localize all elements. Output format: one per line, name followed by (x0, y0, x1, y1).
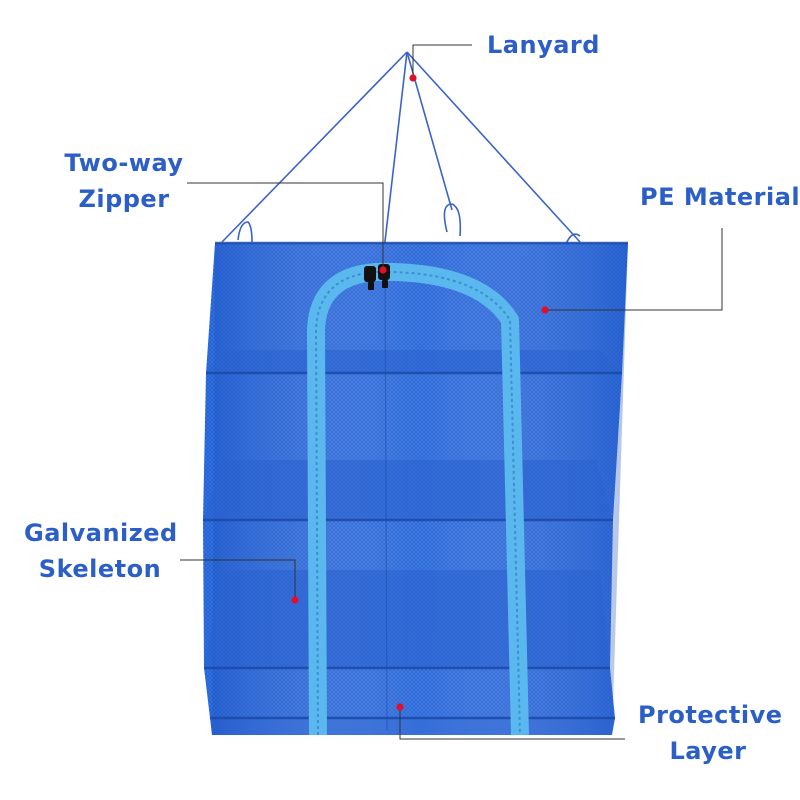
zipper-label-line1: Two-way (64, 149, 184, 177)
pe-material-label-text: PE Material (640, 183, 800, 211)
pe-material-label: PE Material (640, 179, 800, 215)
lanyard-label: Lanyard (487, 27, 600, 63)
lanyard-strings (221, 51, 581, 251)
zipper-label-line2: Zipper (78, 185, 170, 213)
protective-label-line2: Layer (669, 737, 747, 765)
skeleton-label-line1: Galvanized (24, 519, 178, 547)
mesh-body (203, 241, 628, 735)
skeleton-label-line2: Skeleton (38, 555, 162, 583)
galvanized-skeleton-label: Galvanized Skeleton (24, 515, 178, 587)
two-way-zipper-label: Two-way Zipper (62, 145, 186, 217)
protective-layer-label: Protective Layer (638, 697, 783, 769)
protective-label-line1: Protective (638, 701, 783, 729)
leader-lines (180, 44, 723, 740)
callout-markers (291, 74, 549, 711)
lanyard-label-text: Lanyard (487, 31, 600, 59)
